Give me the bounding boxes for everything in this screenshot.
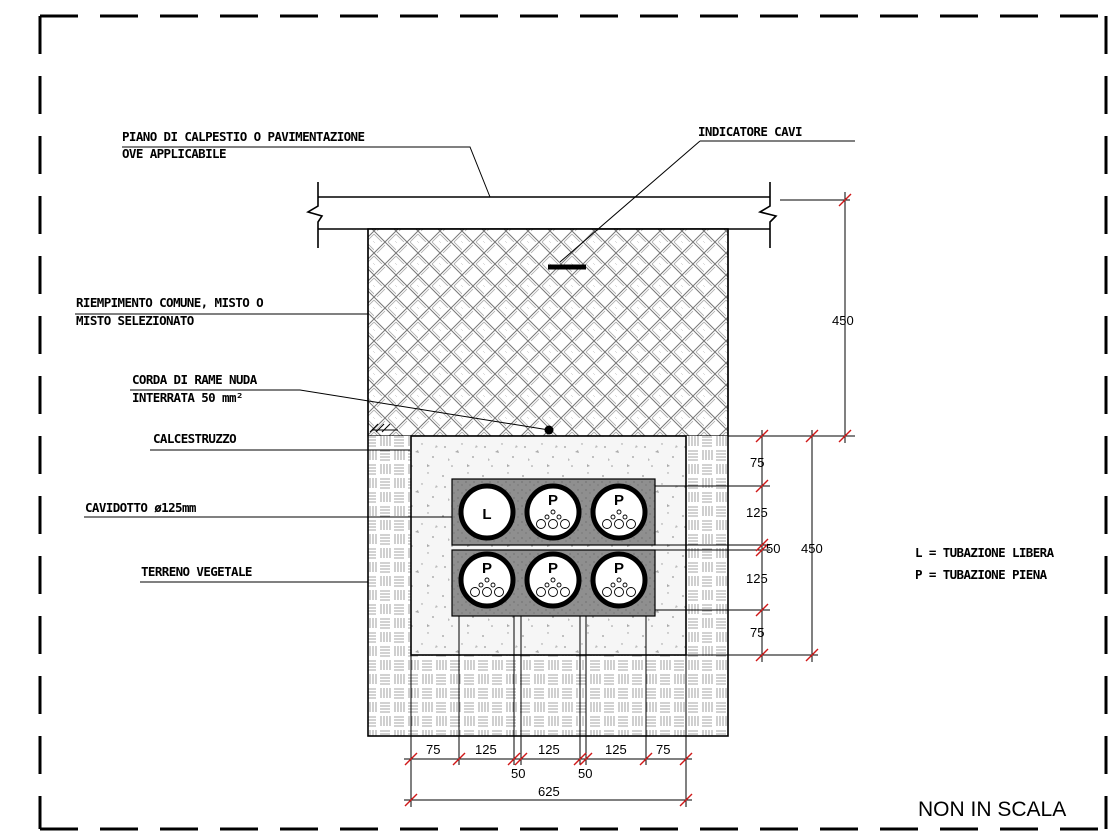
concrete-label: CALCESTRUZZO	[153, 431, 236, 446]
dimension-ticks-vertical	[755, 193, 852, 662]
dim-v-125-bottom: 125	[746, 571, 768, 586]
dim-total-width: 625	[538, 784, 560, 799]
ground-symbol-icon	[369, 423, 398, 433]
pipe-letter: P	[548, 560, 558, 577]
topsoil-left	[368, 436, 411, 655]
pipe-row-top: L P P	[458, 483, 648, 541]
backfill-label-line1: RIEMPIMENTO COMUNE, MISTO O	[76, 295, 263, 310]
drawing-frame	[38, 14, 1108, 831]
dim-h-125-a: 125	[475, 742, 497, 757]
leader-lines	[75, 140, 855, 583]
vertical-dimensions	[655, 192, 855, 662]
topsoil-bottom	[368, 655, 728, 736]
dim-h-50-left: 50	[511, 766, 525, 781]
pipe-full: P	[590, 551, 648, 609]
copper-label-line2: INTERRATA 50 mm²	[132, 390, 243, 405]
pipe-letter: P	[614, 492, 624, 509]
horizontal-dimensions	[404, 616, 692, 807]
pipe-letter: P	[482, 560, 492, 577]
dim-v-125-top: 125	[746, 505, 768, 520]
legend-free-pipe: L = TUBAZIONE LIBERA	[915, 545, 1055, 560]
pavement-label-line2: OVE APPLICABILE	[122, 146, 226, 161]
pipe-full: P	[590, 483, 648, 541]
copper-label-line1: CORDA DI RAME NUDA	[132, 372, 258, 387]
topsoil-label: TERRENO VEGETALE	[141, 564, 252, 579]
dim-v-50: 50	[766, 541, 780, 556]
pipe-full: P	[458, 551, 516, 609]
backfill-zone	[367, 228, 729, 437]
pipe-letter: P	[548, 492, 558, 509]
dim-v-75-top: 75	[750, 455, 764, 470]
dim-h-75-right: 75	[656, 742, 670, 757]
cable-indicator-label: INDICATORE CAVI	[698, 124, 802, 139]
pipe-letter: L	[482, 506, 491, 523]
dim-v-75-bottom: 75	[750, 625, 764, 640]
dim-h-125-b: 125	[538, 742, 560, 757]
scale-note: NON IN SCALA	[918, 798, 1066, 821]
dim-upper-depth: 450	[832, 313, 854, 328]
pipe-letter: P	[614, 560, 624, 577]
backfill-label-line2: MISTO SELEZIONATO	[76, 313, 194, 328]
pipe-full: P	[524, 551, 582, 609]
dim-h-50-right: 50	[578, 766, 592, 781]
pavement-label-line1: PIANO DI CALPESTIO O PAVIMENTAZIONE	[122, 129, 364, 144]
pipe-free: L	[458, 483, 516, 541]
legend-full-pipe: P = TUBAZIONE PIENA	[915, 567, 1048, 582]
pipe-row-bottom: P P P	[458, 551, 648, 609]
dim-h-125-c: 125	[605, 742, 627, 757]
dim-h-75-left: 75	[426, 742, 440, 757]
pipe-full: P	[524, 483, 582, 541]
conduit-label: CAVIDOTTO ø125mm	[85, 500, 197, 515]
dimension-ticks-horizontal	[404, 752, 693, 807]
dim-lower-depth: 450	[801, 541, 823, 556]
